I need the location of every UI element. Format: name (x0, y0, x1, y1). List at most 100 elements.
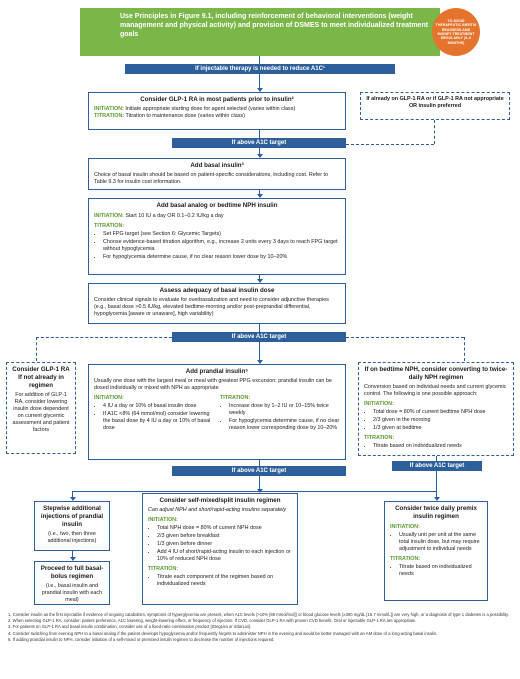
arrow (256, 194, 263, 198)
connector (259, 460, 261, 466)
left-glp1-title: Consider GLP-1 RA If not already in regi… (12, 366, 70, 390)
above-a1c-bar-1: If above A1C target (172, 138, 346, 148)
nph-init-text: Start 10 IU a day OR 0.1–0.2 IU/kg a day (125, 213, 224, 220)
prandial-titr-item: Increase dose by 1–2 IU or 10–15% twice … (229, 403, 340, 417)
self-mixed-init-item: Add 4 IU of short/rapid-acting insulin t… (157, 549, 292, 563)
dashed-connector (464, 337, 466, 361)
injectable-bar: If injectable therapy is needed to reduc… (125, 64, 395, 74)
basal-text: Choice of basal insulin should be based … (94, 172, 329, 186)
premix-box: Consider twice daily premix insulin regi… (384, 501, 488, 601)
arrow (256, 88, 263, 92)
premix-init-item: Usually unit per unit at the same total … (399, 532, 482, 553)
nph-init: INITIATION: Start 10 IU a day OR 0.1–0.2… (94, 213, 340, 220)
bedtime-init-item: 1/3 given at bedtime (373, 425, 508, 432)
left-glp1-text: For addition of GLP-1 RA, consider lower… (12, 392, 70, 434)
prandial-init-col: INITIATION: 4 IU a day or 10% of basal i… (94, 392, 214, 433)
glp1-title: Consider GLP-1 RA in most patients prior… (140, 96, 294, 103)
premix-init-label: INITIATION: (390, 524, 420, 531)
prandial-titr-label: TITRATION: (220, 395, 251, 402)
stepwise-text: (i.e., two, then three additional inject… (47, 531, 97, 545)
self-mixed-box: Consider self-mixed/split insulin regime… (142, 493, 298, 605)
self-mixed-titr-item: Titrate each component of the regimen ba… (157, 574, 292, 588)
connector (259, 275, 261, 281)
glp1-titr: TITRATION: Titration to maintenance dose… (94, 113, 340, 120)
assess-title: Assess adequacy of basal insulin dose (159, 287, 275, 294)
arrow (69, 497, 76, 501)
prandial-init-label: INITIATION: (94, 395, 124, 402)
bedtime-title: If on bedtime NPH, consider converting t… (364, 366, 508, 382)
self-mixed-titr-list: Titrate each component of the regimen ba… (148, 574, 292, 588)
above-a1c-bar-3: If above A1C target (172, 466, 346, 476)
glp1-init-text: Initiate appropriate starting dose for a… (125, 106, 296, 113)
connector (259, 190, 261, 196)
self-mixed-text: Can adjust NPH and short/rapid-acting in… (148, 507, 287, 514)
dashed-connector (346, 337, 464, 339)
nph-titr-list: Set FPG target (see Section 6: Glycemic … (94, 231, 340, 261)
footnote: 2. When selecting GLP-1 RA, consider: pa… (8, 618, 417, 624)
prandial-init-item: If A1C <8% (64 mmol/mol) consider loweri… (103, 411, 214, 432)
assess-box: Assess adequacy of basal insulin dose Co… (88, 283, 346, 324)
prandial-titr-item: For hypoglycemia determine cause, if no … (229, 418, 340, 432)
above-a1c-bar-right: If above A1C target (392, 461, 482, 471)
connector (259, 324, 261, 332)
bedtime-titr-item: Titrate based on individualized needs (373, 443, 508, 450)
nph-titr-item: Set FPG target (see Section 6: Glycemic … (103, 231, 340, 238)
connector (436, 471, 438, 491)
premix-titr-label: TITRATION: (390, 556, 421, 563)
premix-title: Consider twice daily premix insulin regi… (395, 505, 477, 521)
glp1-titr-text: Titration to maintenance dose (varies wi… (125, 113, 245, 120)
self-mixed-init-label: INITIATION: (148, 517, 178, 524)
dashed-connector (346, 144, 434, 146)
nph-titr-item: For hypoglycemia determine cause, if no … (103, 254, 340, 261)
bedtime-init-list: Total dose = 80% of current bedtime NPH … (364, 409, 508, 432)
connector (259, 342, 261, 362)
arrow (69, 557, 76, 561)
principles-banner: Use Principles in Figure 9.1, including … (80, 8, 440, 56)
bedtime-init-item: Total dose = 80% of current bedtime NPH … (373, 409, 508, 416)
footnote: 1. Consider insulin as the first injecta… (8, 612, 509, 617)
above-a1c-bar-2: If above A1C target (172, 332, 346, 342)
premix-titr-item: Titrate based on individualized needs (399, 564, 482, 578)
glp1-init-label: INITIATION: (94, 106, 124, 113)
footnote: 4. Consider switching from evening NPH t… (8, 630, 438, 636)
premix-init-list: Usually unit per unit at the same total … (390, 532, 482, 553)
dashed-connector (434, 120, 436, 144)
therapeutic-inertia-text: TO AVOID THERAPEUTIC INERTIA REASSESS AN… (435, 19, 477, 45)
full-basal-bolus-text: (i.e., basal insulin and prandial insuli… (41, 583, 103, 604)
prandial-init-item: 4 IU a day or 10% of basal insulin dose (103, 403, 214, 410)
stepwise-box: Stepwise additional injections of prandi… (34, 501, 110, 551)
premix-titr-list: Titrate based on individualized needs (390, 564, 482, 578)
bedtime-init-item: 2/3 given in the morning (373, 417, 508, 424)
assess-text: Consider clinical signals to evaluate fo… (94, 297, 329, 318)
basal-title: Add basal insulin³ (190, 162, 244, 169)
connector (259, 148, 261, 156)
glp1-box: Consider GLP-1 RA in most patients prior… (88, 92, 346, 130)
bedtime-nph-box: If on bedtime NPH, consider converting t… (358, 362, 514, 456)
self-mixed-init-item: 2/3 given before breakfast (157, 533, 292, 540)
arrow (256, 154, 263, 158)
dashed-connector (36, 337, 172, 339)
already-glp1-text: If already on GLP-1 RA or if GLP-1 RA no… (366, 96, 504, 110)
footnotes: 1. Consider insulin as the first injecta… (8, 612, 516, 643)
glp1-init: INITIATION: Initiate appropriate startin… (94, 106, 340, 113)
prandial-titr-list: Increase dose by 1–2 IU or 10–15% twice … (220, 403, 340, 432)
connector (259, 74, 261, 90)
bedtime-titr-list: Titrate based on individualized needs (364, 443, 508, 450)
prandial-box: Add prandial insulin⁵ Usually one dose w… (88, 364, 346, 460)
dashed-connector (36, 337, 38, 361)
prandial-titr-col: TITRATION: Increase dose by 1–2 IU or 10… (220, 392, 340, 433)
bedtime-init-label: INITIATION: (364, 401, 394, 408)
self-mixed-init-list: Total NPH dose = 80% of current NPH dose… (148, 525, 292, 563)
self-mixed-init-item: Total NPH dose = 80% of current NPH dose (157, 525, 292, 532)
nph-titr-label: TITRATION: (94, 223, 125, 230)
arrow (256, 360, 263, 364)
left-glp1-box: Consider GLP-1 RA If not already in regi… (6, 362, 76, 454)
bedtime-titr-label: TITRATION: (364, 435, 395, 442)
prandial-columns: INITIATION: 4 IU a day or 10% of basal i… (94, 392, 340, 433)
connector (436, 456, 438, 461)
connector (259, 130, 261, 138)
nph-box: Add basal analog or bedtime NPH insulin … (88, 198, 346, 275)
self-mixed-init-item: 1/3 given before dinner (157, 541, 292, 548)
therapeutic-inertia-badge: TO AVOID THERAPEUTIC INERTIA REASSESS AN… (432, 8, 480, 56)
prandial-init-list: 4 IU a day or 10% of basal insulin dose … (94, 403, 214, 432)
